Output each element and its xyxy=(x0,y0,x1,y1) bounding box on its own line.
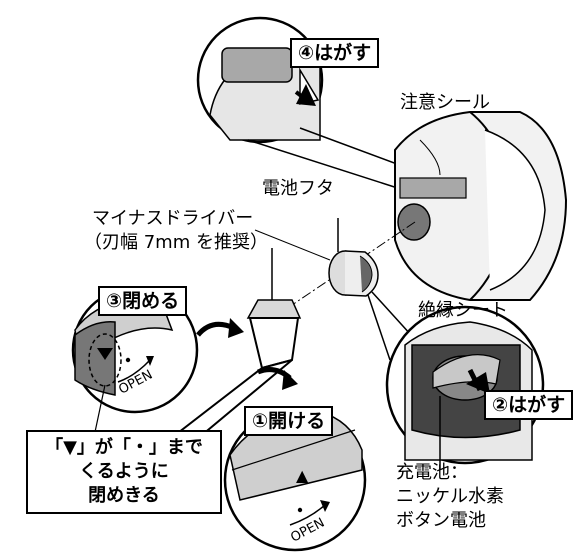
step2-peel-label: ②はがす xyxy=(484,390,574,420)
magnify-circle-peel-seal xyxy=(196,16,324,144)
screwdriver-label-line2: （刃幅 7mm を推奨） xyxy=(84,232,268,253)
battery-type-line3: ボタン電池 xyxy=(396,510,486,531)
battery-cover-label: 電池フタ xyxy=(262,178,334,199)
insulation-sheet-label: 絶縁シート xyxy=(418,300,508,321)
close-note-line3: 閉めきる xyxy=(88,485,160,506)
device-body xyxy=(394,111,568,301)
screwdriver-label-line1: マイナスドライバー xyxy=(92,208,254,229)
step4-peel-label: ④はがす xyxy=(290,38,380,68)
step3-close-label: ③閉める xyxy=(98,286,188,316)
battery-cover-part xyxy=(328,218,379,297)
close-note-line2: くるように xyxy=(79,461,169,482)
caution-seal-label: 注意シール xyxy=(400,92,490,113)
close-instruction-note: 「▼」が「・」まで くるように 閉めきる xyxy=(26,430,222,514)
battery-type-line2: ニッケル水素 xyxy=(396,486,504,507)
step1-open-label: ①開ける xyxy=(244,406,334,436)
open-arrow-mark: ▲ xyxy=(296,466,309,485)
magnify-circle-insulation xyxy=(367,291,545,470)
magnify-circle-close xyxy=(71,286,244,433)
close-note-line1: 「▼」が「・」まで xyxy=(45,437,203,458)
battery-type-line1: 充電池： xyxy=(396,462,468,483)
